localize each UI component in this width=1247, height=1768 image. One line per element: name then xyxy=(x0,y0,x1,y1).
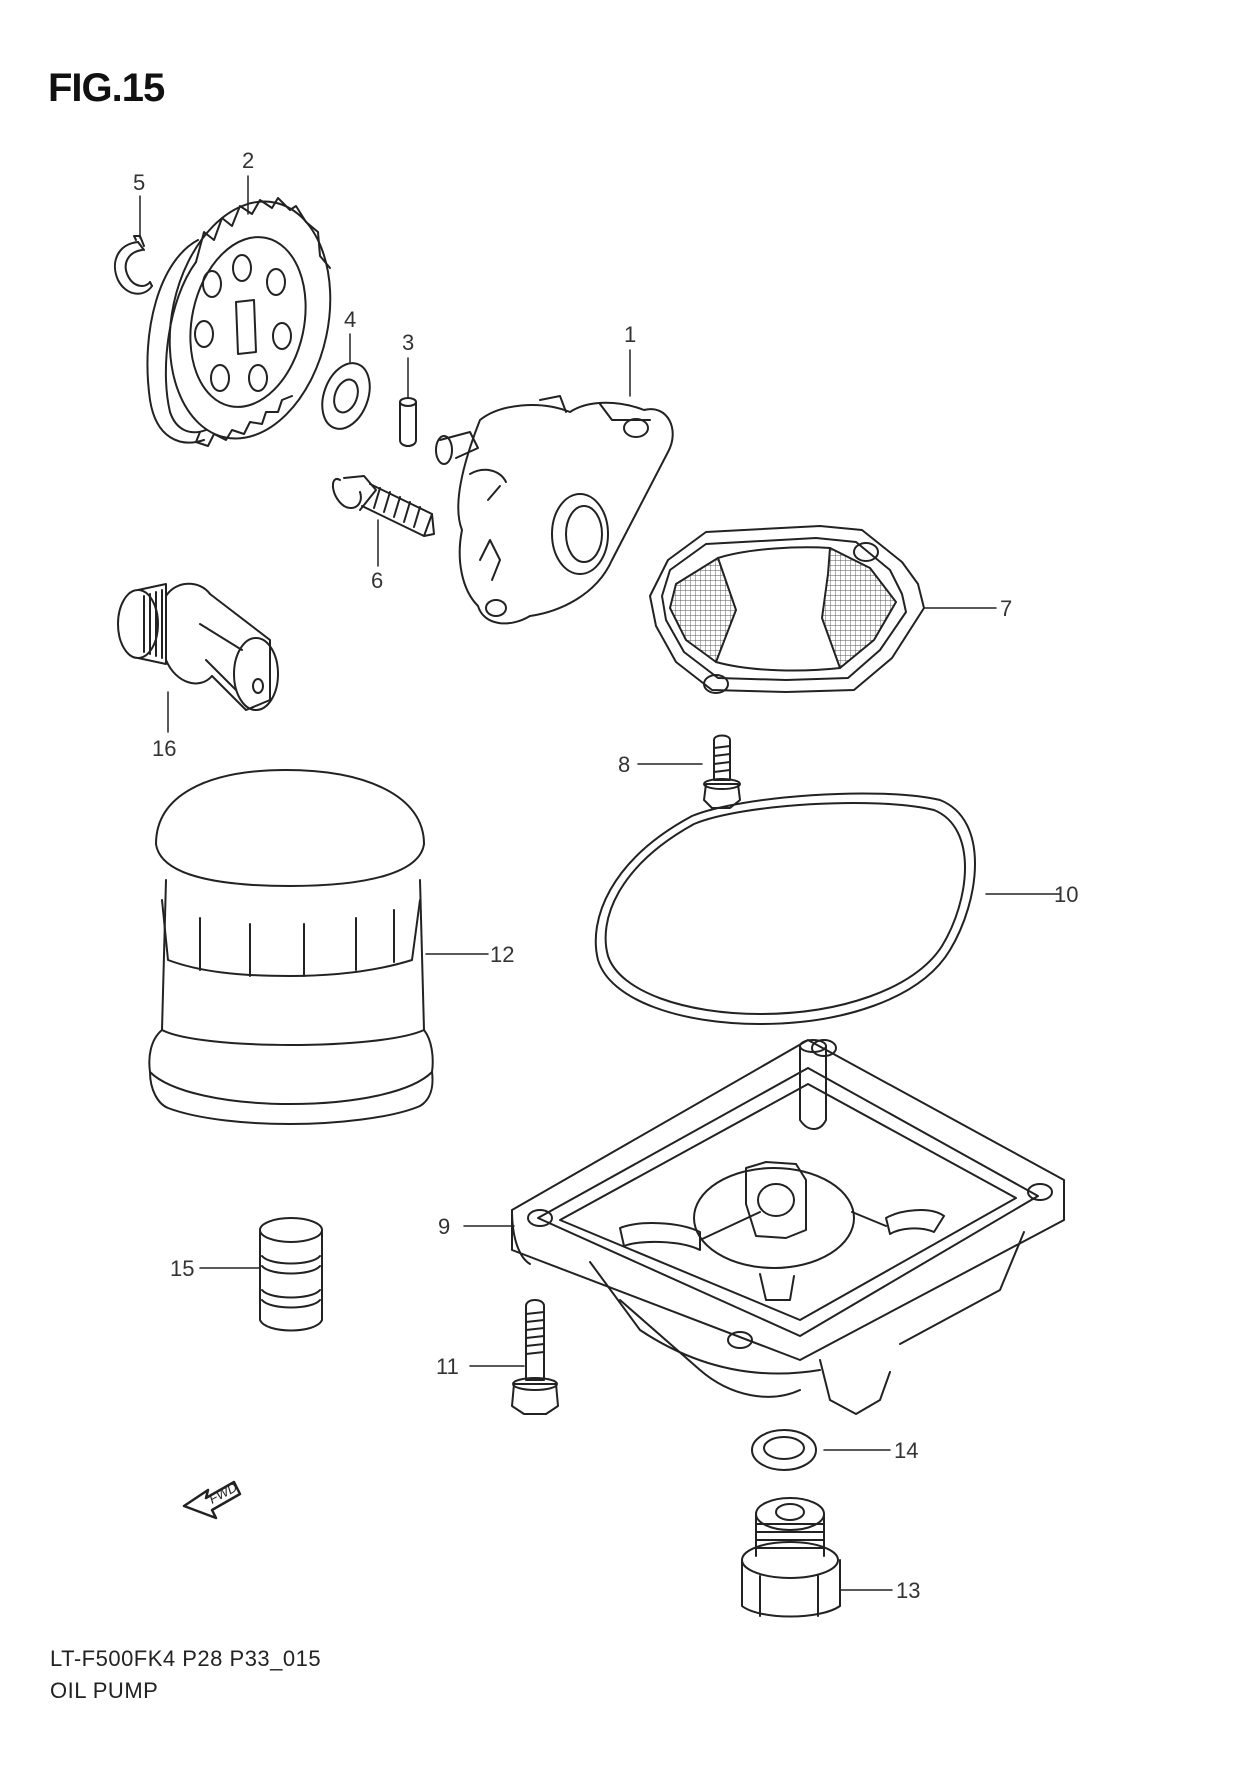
callout-10: 10 xyxy=(1054,882,1078,907)
dowel-pin-part xyxy=(399,397,417,447)
gear-part xyxy=(146,197,332,447)
gasket-part xyxy=(594,792,976,1025)
strainer-part xyxy=(649,525,925,694)
callout-8: 8 xyxy=(618,752,630,777)
long-bolt-part xyxy=(511,1299,559,1415)
drawing-name: OIL PUMP xyxy=(50,1678,159,1703)
callout-14: 14 xyxy=(894,1438,918,1463)
oil-pan-part xyxy=(511,1039,1065,1415)
callout-1: 1 xyxy=(624,322,636,347)
oil-pump-part xyxy=(435,395,674,625)
callout-4: 4 xyxy=(344,307,356,332)
washer-part xyxy=(321,362,371,430)
oil-filter-part xyxy=(148,769,434,1125)
callout-2: 2 xyxy=(242,148,254,173)
callout-16: 16 xyxy=(152,736,176,761)
forward-arrow-icon xyxy=(182,1480,242,1520)
callout-3: 3 xyxy=(402,330,414,355)
plug-part xyxy=(259,1217,323,1332)
callout-9: 9 xyxy=(438,1214,450,1239)
callout-6: 6 xyxy=(371,568,383,593)
sealing-washer-part xyxy=(751,1429,817,1471)
fitting-part xyxy=(117,582,279,711)
drain-plug-part xyxy=(741,1497,841,1618)
bolt-part xyxy=(332,475,435,537)
callout-12: 12 xyxy=(490,942,514,967)
callout-leaders xyxy=(139,175,1061,1591)
circlip-part xyxy=(113,235,153,295)
drawing-code: LT-F500FK4 P28 P33_015 xyxy=(50,1646,322,1671)
figure-title: FIG.15 xyxy=(48,66,165,110)
callout-labels: 2 5 4 3 1 6 7 8 16 10 12 9 11 14 13 15 xyxy=(133,148,1078,1603)
callout-11: 11 xyxy=(436,1354,459,1379)
callout-5: 5 xyxy=(133,170,145,195)
callout-13: 13 xyxy=(896,1578,920,1603)
callout-7: 7 xyxy=(1000,596,1012,621)
callout-15: 15 xyxy=(170,1256,194,1281)
screw-part xyxy=(703,734,741,809)
